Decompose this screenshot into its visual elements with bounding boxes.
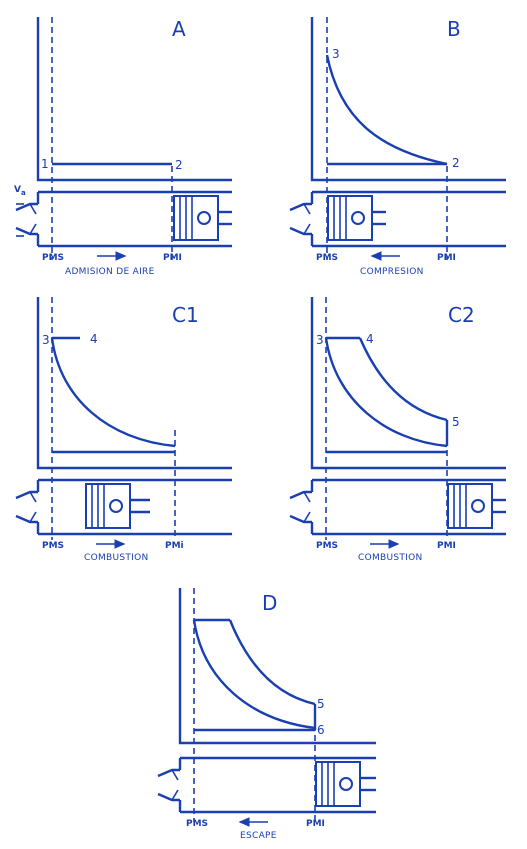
panel-b-caption: COMPRESION — [360, 267, 424, 277]
panel-d-axes — [178, 588, 376, 745]
panel-c2-letter: C2 — [448, 303, 475, 327]
panel-b: B 3 2 PMS PMI — [289, 17, 506, 277]
panel-b-piston — [327, 195, 386, 241]
panel-d-point-5: 5 — [317, 697, 325, 711]
panel-a-piston — [173, 195, 232, 241]
panel-a-letter: A — [172, 17, 186, 41]
panel-a-point-1: 1 — [41, 157, 49, 171]
panel-d-expansion-curve — [228, 619, 316, 706]
panel-b-letter: B — [447, 17, 461, 41]
panel-c1-pms-label: PMS — [42, 541, 64, 551]
panel-b-axes — [310, 17, 506, 182]
panel-c2-cylinder — [289, 478, 506, 536]
panel-c1-point-3: 3 — [42, 333, 50, 347]
panel-b-point-3: 3 — [332, 47, 340, 61]
panel-c1-cylinder — [15, 478, 232, 536]
panel-b-pmi-label: PMI — [437, 253, 456, 263]
panel-a-pmi-label: PMI — [163, 253, 182, 263]
panel-c1-caption: COMBUSTION — [84, 553, 149, 563]
panel-d-compression-curve — [192, 619, 316, 730]
panel-a-axes — [36, 17, 232, 182]
panel-c1-curve — [50, 337, 176, 448]
panel-c1-letter: C1 — [172, 303, 199, 327]
panel-d-caption: ESCAPE — [240, 831, 277, 841]
panel-d-pmi-label: PMI — [306, 819, 325, 829]
panel-a-va-label: Va — [14, 185, 26, 197]
panel-c1-point-4: 4 — [90, 332, 98, 346]
panel-d-pms-label: PMS — [186, 819, 208, 829]
panel-c1-axes — [36, 297, 232, 470]
panel-a-pms-label: PMS — [42, 253, 64, 263]
panel-c2-pmi-label: PMI — [437, 541, 456, 551]
panel-c2-compression-curve — [324, 337, 448, 448]
panel-c2: C2 3 4 5 PMS — [289, 297, 506, 563]
panel-c2-expansion-curve — [358, 337, 448, 422]
panel-c2-point-3: 3 — [316, 333, 324, 347]
panel-d-cylinder — [157, 756, 376, 814]
panel-b-cylinder — [289, 190, 506, 248]
panel-c1: C1 3 4 PMS PMi — [15, 297, 232, 563]
panel-c2-pms-label: PMS — [316, 541, 338, 551]
panel-c1-pmi-label: PMi — [165, 541, 184, 551]
panel-c1-piston — [85, 483, 150, 529]
panel-c2-piston — [447, 483, 506, 529]
panel-d: D 5 6 PMS — [157, 588, 376, 841]
panel-c2-axes — [310, 297, 506, 470]
panel-a-cylinder — [15, 190, 232, 248]
panel-a: A 1 2 — [14, 17, 232, 277]
panel-d-point-6: 6 — [317, 723, 325, 737]
panel-d-piston — [315, 761, 376, 807]
panel-b-compression-curve — [325, 54, 448, 166]
panel-c2-caption: COMBUSTION — [358, 553, 423, 563]
panel-c2-point-4: 4 — [366, 332, 374, 346]
panel-b-pms-label: PMS — [316, 253, 338, 263]
panel-b-point-2: 2 — [452, 156, 460, 170]
panel-a-caption: ADMISION DE AIRE — [65, 267, 155, 277]
panel-d-letter: D — [262, 591, 277, 615]
panel-c2-point-5: 5 — [452, 415, 460, 429]
panel-a-point-2: 2 — [175, 158, 183, 172]
